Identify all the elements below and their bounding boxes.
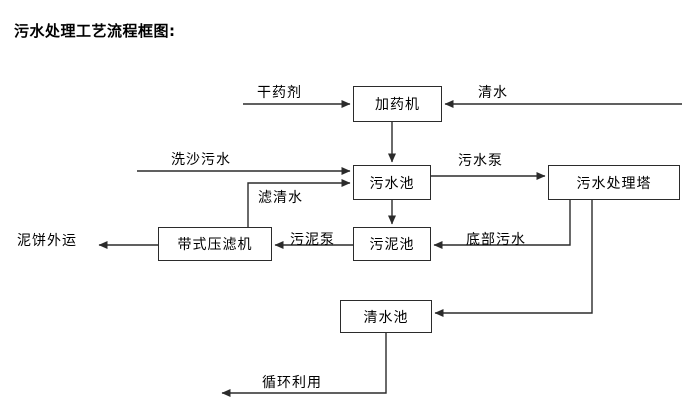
node-sludge-pool[interactable]: 污泥池 <box>353 227 431 261</box>
node-label: 带式压滤机 <box>177 237 253 253</box>
label-mud-cake-out: 泥饼外运 <box>17 233 77 249</box>
label-bottom-wastewater: 底部污水 <box>466 232 526 248</box>
label-recycle-reuse: 循环利用 <box>262 375 322 391</box>
node-label: 污水池 <box>369 175 415 192</box>
node-label: 清水池 <box>363 309 409 326</box>
wire-filtered-water-to-pool <box>247 179 351 227</box>
node-clear-water-pool[interactable]: 清水池 <box>340 300 432 333</box>
wire-tower-to-clear-water <box>434 200 593 317</box>
label-clean-water-input: 清水 <box>478 85 508 101</box>
node-label: 加药机 <box>375 97 420 113</box>
label-wastewater-pump: 污水泵 <box>458 153 503 169</box>
node-belt-filter-press[interactable]: 带式压滤机 <box>158 227 272 261</box>
label-filtered-clear-water: 滤清水 <box>258 190 303 206</box>
wire-tower-to-sludge <box>433 200 571 249</box>
page-title: 污水处理工艺流程框图: <box>14 22 176 40</box>
node-label: 污泥池 <box>369 237 415 253</box>
node-wastewater-pool[interactable]: 污水池 <box>353 165 431 200</box>
label-sludge-pump: 污泥泵 <box>290 232 335 248</box>
node-treatment-tower[interactable]: 污水处理塔 <box>548 165 680 200</box>
node-dosing-machine[interactable]: 加药机 <box>353 86 442 122</box>
label-dry-chemical: 干药剂 <box>257 85 302 101</box>
wire-clear-water-recycle <box>221 333 387 397</box>
label-sand-wash-water: 洗沙污水 <box>171 152 231 168</box>
node-label: 污水处理塔 <box>576 175 652 192</box>
